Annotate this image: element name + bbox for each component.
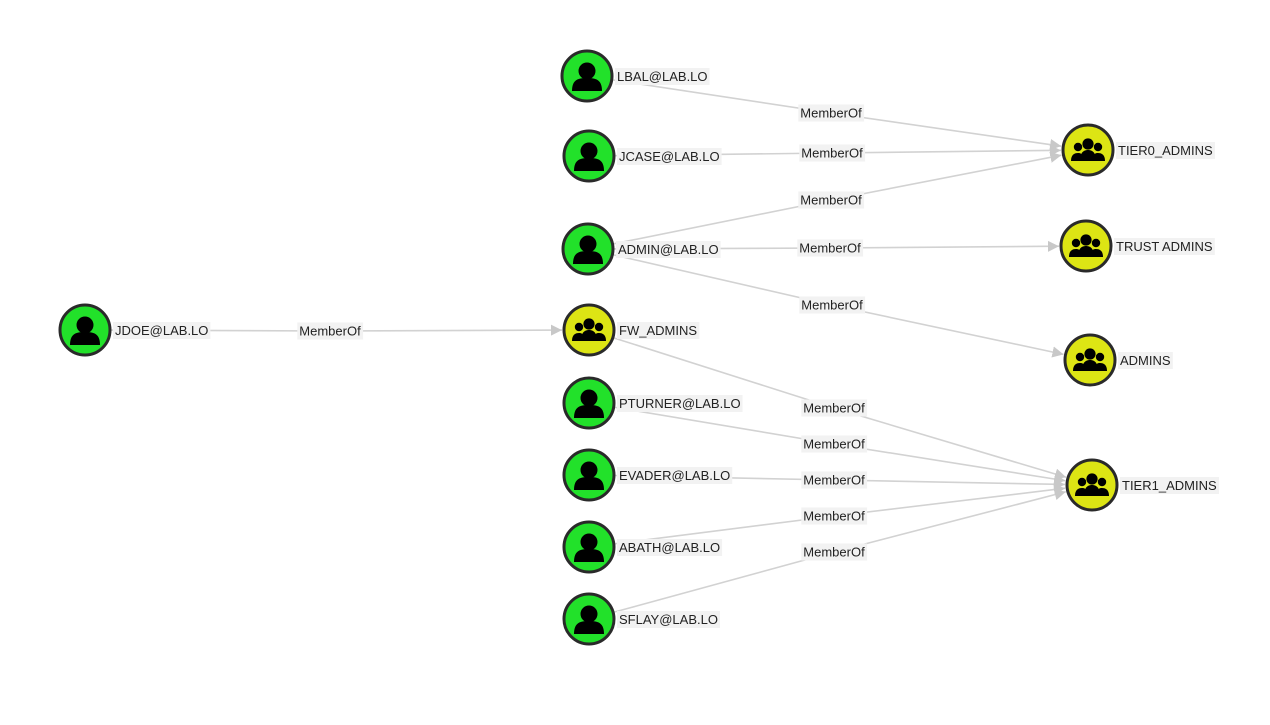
edge-label-background	[801, 399, 868, 417]
edge-label: MemberOf	[801, 298, 863, 313]
node-admins[interactable]: ADMINS	[1063, 333, 1173, 387]
node-label-background	[1116, 142, 1215, 159]
edge-label: MemberOf	[299, 324, 361, 339]
node-label-background	[1118, 352, 1173, 369]
node-label-background	[615, 68, 710, 85]
edge-sflay-tier1[interactable]: MemberOf	[612, 489, 1067, 614]
node-admin[interactable]: ADMIN@LAB.LO	[561, 222, 721, 276]
edge-arrow	[830, 151, 1062, 201]
edge-line	[612, 336, 835, 409]
node-label-background	[617, 611, 720, 628]
node-label: EVADER@LAB.LO	[619, 468, 730, 483]
node-label: SFLAY@LAB.LO	[619, 612, 718, 627]
edge-label-background	[797, 239, 864, 257]
edge-arrow	[833, 407, 1067, 480]
node-label: ADMINS	[1120, 353, 1171, 368]
nodes-layer: JDOE@LAB.LO LBAL@LAB.LO JCASE@LAB.LO ADMIN@…	[58, 49, 1219, 646]
edge-arrow	[329, 324, 563, 336]
edge-admin-admins[interactable]: MemberOf	[612, 253, 1064, 358]
edge-label-background	[801, 507, 868, 525]
edge-label: MemberOf	[803, 401, 865, 416]
node-label-background	[617, 539, 723, 556]
node-label-background	[1114, 238, 1215, 255]
edge-arrow	[831, 304, 1064, 358]
edges-layer: MemberOfMemberOfMemberOfMemberOfMemberOf…	[109, 78, 1067, 614]
edge-label: MemberOf	[800, 106, 862, 121]
node-label-background	[113, 322, 211, 339]
edge-label-background	[798, 104, 865, 122]
node-tier1[interactable]: TIER1_ADMINS	[1065, 458, 1219, 512]
edge-label-background	[801, 435, 868, 453]
edge-label-background	[798, 191, 865, 209]
edge-line	[613, 406, 835, 445]
edge-line	[611, 78, 832, 114]
edge-jdoe-fw_admins[interactable]: MemberOf	[109, 322, 563, 340]
edge-label: MemberOf	[799, 241, 861, 256]
node-label-background	[617, 322, 700, 339]
edge-label-background	[801, 543, 868, 561]
node-lbal[interactable]: LBAL@LAB.LO	[560, 49, 710, 103]
node-evader[interactable]: EVADER@LAB.LO	[562, 448, 733, 502]
edge-evader-tier1[interactable]: MemberOf	[613, 471, 1066, 490]
edge-label-background	[799, 144, 866, 162]
edge-arrow	[833, 443, 1066, 485]
node-label: JCASE@LAB.LO	[619, 149, 720, 164]
edge-label: MemberOf	[803, 473, 865, 488]
edge-admin-tier0[interactable]: MemberOf	[612, 151, 1062, 245]
edge-fw_admins-tier1[interactable]: MemberOf	[612, 336, 1067, 480]
node-label: FW_ADMINS	[619, 323, 697, 338]
node-label: PTURNER@LAB.LO	[619, 396, 741, 411]
edge-label: MemberOf	[803, 437, 865, 452]
edge-label-background	[801, 471, 868, 489]
node-label: LBAL@LAB.LO	[617, 69, 708, 84]
node-label: TRUST ADMINS	[1116, 239, 1213, 254]
node-label: JDOE@LAB.LO	[115, 323, 208, 338]
node-label-background	[617, 467, 733, 484]
edge-arrow	[833, 489, 1067, 553]
edge-abath-tier1[interactable]: MemberOf	[613, 483, 1066, 545]
edge-label: MemberOf	[803, 545, 865, 560]
node-label: ADMIN@LAB.LO	[618, 242, 719, 257]
node-label: TIER1_ADMINS	[1122, 478, 1217, 493]
edge-label-background	[799, 296, 866, 314]
node-trust[interactable]: TRUST ADMINS	[1059, 219, 1215, 273]
node-label: ABATH@LAB.LO	[619, 540, 720, 555]
node-tier0[interactable]: TIER0_ADMINS	[1061, 123, 1215, 177]
node-jcase[interactable]: JCASE@LAB.LO	[562, 129, 722, 183]
node-abath[interactable]: ABATH@LAB.LO	[562, 520, 723, 574]
node-label: TIER0_ADMINS	[1118, 143, 1213, 158]
node-pturner[interactable]: PTURNER@LAB.LO	[562, 376, 743, 430]
edge-arrow	[833, 483, 1066, 517]
node-fw_admins[interactable]: FW_ADMINS	[562, 303, 700, 357]
edge-arrow	[829, 240, 1060, 252]
node-label-background	[1120, 477, 1219, 494]
edge-label: MemberOf	[801, 146, 863, 161]
edge-label: MemberOf	[803, 509, 865, 524]
edge-line	[612, 199, 832, 245]
node-label-background	[617, 148, 722, 165]
edge-line	[612, 253, 833, 306]
edge-lbal-tier0[interactable]: MemberOf	[611, 78, 1062, 151]
node-sflay[interactable]: SFLAY@LAB.LO	[562, 592, 720, 646]
node-jdoe[interactable]: JDOE@LAB.LO	[58, 303, 211, 357]
node-label-background	[616, 241, 721, 258]
edge-arrow	[833, 478, 1066, 490]
edge-line	[612, 551, 835, 614]
edge-arrow	[830, 112, 1062, 151]
edge-label: MemberOf	[800, 193, 862, 208]
edge-arrow	[831, 144, 1062, 157]
edge-pturner-tier1[interactable]: MemberOf	[613, 406, 1066, 485]
node-label-background	[617, 395, 743, 412]
edge-label-background	[297, 322, 364, 340]
edge-jcase-tier0[interactable]: MemberOf	[613, 144, 1062, 162]
